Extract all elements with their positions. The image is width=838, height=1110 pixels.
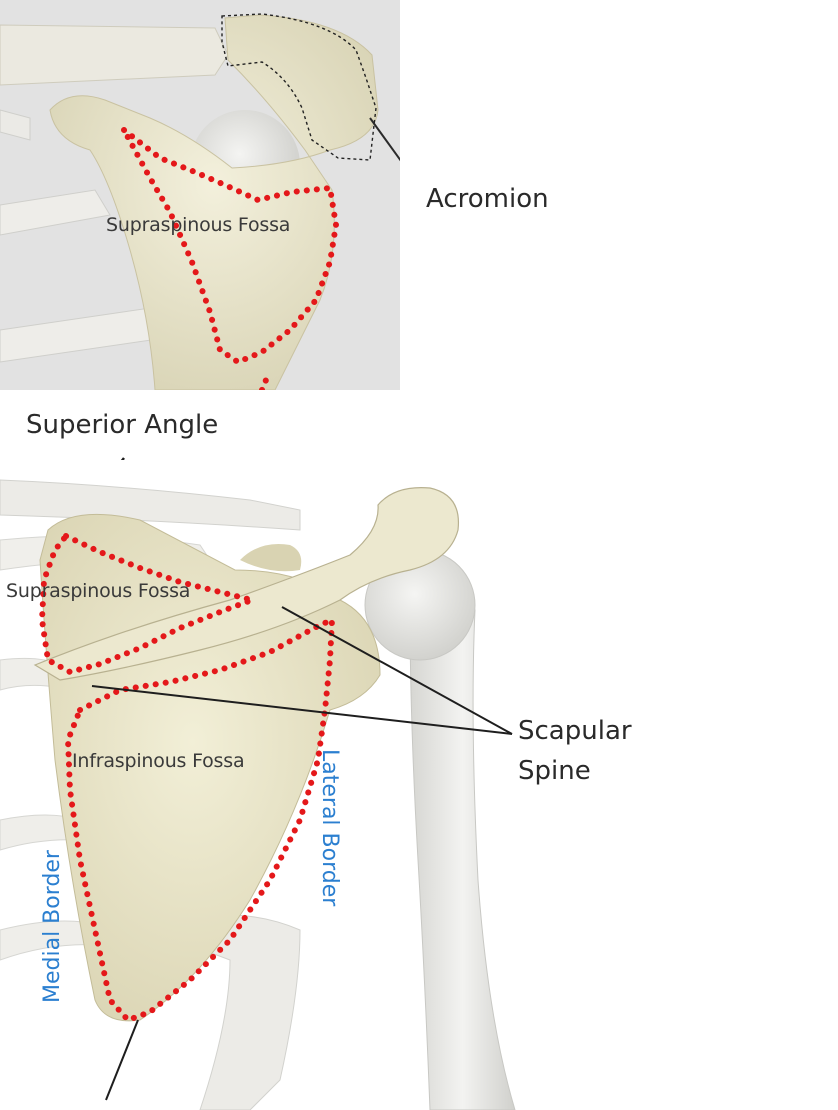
supraspinous-fossa-outline: [121, 127, 340, 366]
bottom-illustration: [0, 460, 520, 1110]
bottom-supraspinous-fossa-label: Supraspinous Fossa: [6, 580, 191, 602]
outline-tail: [259, 372, 271, 390]
top-supraspinous-fossa-label: Supraspinous Fossa: [106, 214, 291, 236]
rib: [0, 189, 111, 236]
rib: [0, 109, 31, 141]
top-anatomy-figure: Supraspinous Fossa: [0, 0, 400, 390]
acromion-leader-line: [369, 117, 400, 162]
top-illustration: [0, 0, 400, 390]
acromion-label: Acromion: [426, 184, 549, 214]
scapular-spine-label-line2: Spine: [518, 756, 591, 786]
scapula-top-view: [49, 14, 379, 390]
acromion-outline: [221, 13, 377, 161]
infraspinous-fossa-outline: [64, 615, 336, 1024]
supraspinous-fossa-outline: [38, 532, 263, 676]
superior-angle-label: Superior Angle: [26, 410, 219, 440]
bottom-anatomy-figure: Supraspinous Fossa Infraspinous Fossa La…: [0, 460, 520, 1110]
clavicle: [0, 24, 229, 86]
medial-border-label: Medial Border: [40, 850, 65, 1003]
scapular-spine-label-line1: Scapular: [518, 716, 632, 746]
lateral-border-label: Lateral Border: [317, 749, 342, 907]
coracoid-shadow: [240, 544, 302, 572]
infraspinous-fossa-label: Infraspinous Fossa: [72, 750, 245, 772]
